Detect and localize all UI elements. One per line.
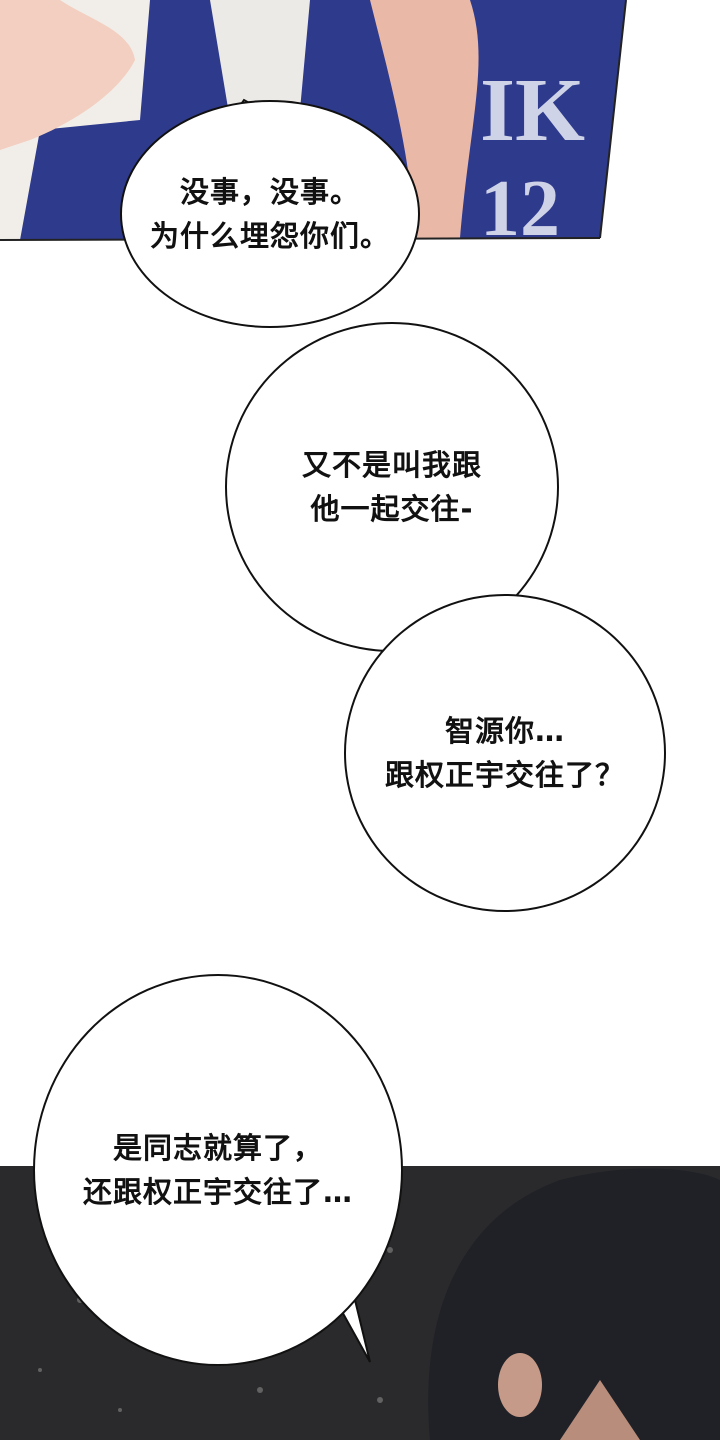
bubble-4-line-2: 还跟权正宇交往了…: [82, 1175, 353, 1209]
speech-bubble-1: 没事，没事。 为什么埋怨你们。: [120, 100, 420, 328]
speech-bubble-4: 是同志就算了， 还跟权正宇交往了…: [33, 974, 403, 1366]
bubble-1-line-2: 为什么埋怨你们。: [149, 219, 390, 253]
bubble-4-line-1: 是同志就算了，: [112, 1131, 323, 1165]
speech-bubble-3: 智源你… 跟权正宇交往了？: [344, 594, 666, 912]
bubble-3-line-2: 跟权正宇交往了？: [384, 758, 625, 792]
bubble-2-line-1: 又不是叫我跟: [301, 448, 482, 482]
bubble-1-line-1: 没事，没事。: [179, 175, 360, 209]
bubble-2-line-2: 他一起交往-: [310, 492, 474, 526]
bubble-3-line-1: 智源你…: [444, 714, 565, 748]
svg-text:IK: IK: [480, 61, 585, 160]
